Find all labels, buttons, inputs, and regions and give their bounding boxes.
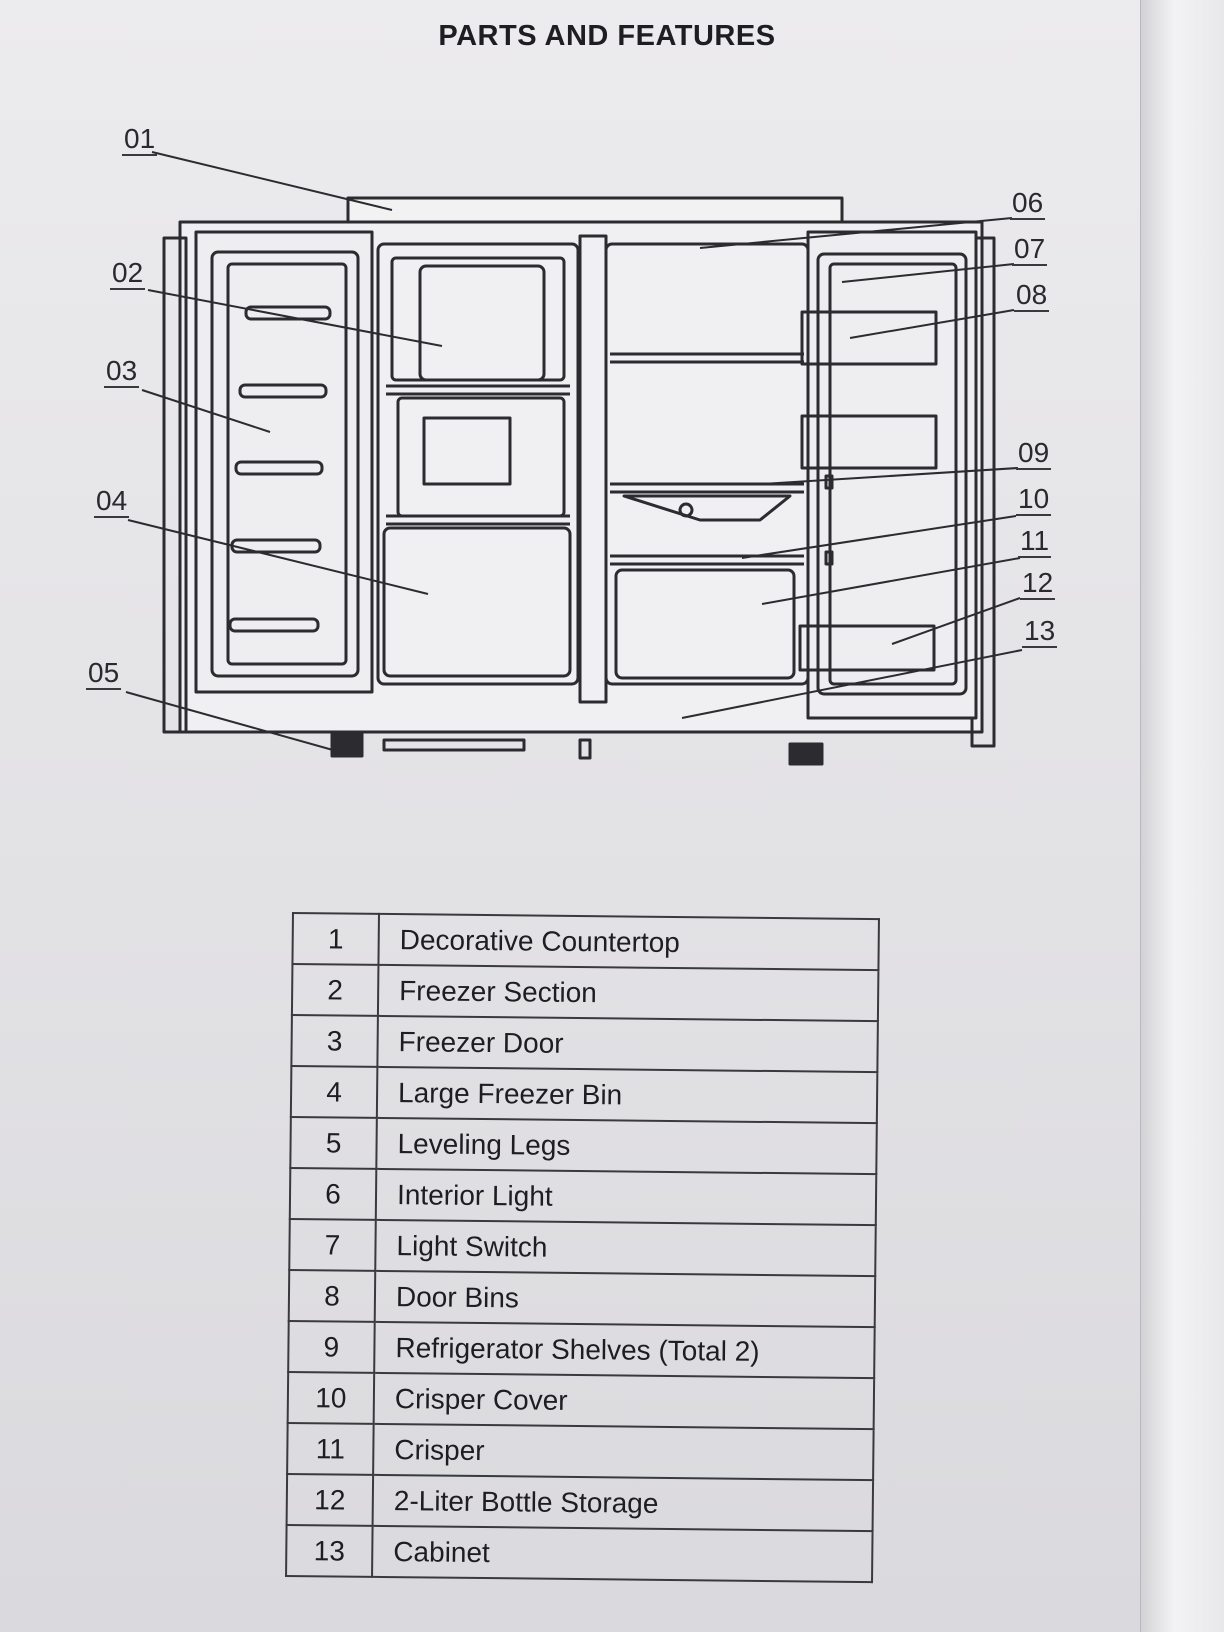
part-number: 8 [288,1269,376,1322]
part-number: 9 [288,1320,375,1373]
callout-05: 05 [86,657,122,690]
callout-01: 01 [122,123,158,156]
part-name: Crisper [373,1423,874,1481]
callout-11: 11 [1018,525,1052,558]
part-number: 6 [289,1167,377,1220]
page-title: PARTS AND FEATURES [438,20,776,52]
callout-10: 10 [1016,483,1052,516]
callout-06: 06 [1010,187,1046,220]
refrigerator-diagram [125,151,1023,766]
part-name: Leveling Legs [376,1117,877,1175]
callout-12: 12 [1020,567,1056,600]
part-number: 2 [291,964,379,1016]
part-name: Light Switch [375,1219,876,1277]
part-name: Door Bins [374,1270,876,1328]
part-name: Refrigerator Shelves (Total 2) [374,1321,875,1379]
part-number: 12 [286,1473,374,1526]
part-number: 1 [292,913,379,965]
part-number: 4 [290,1066,378,1118]
callout-08: 08 [1014,279,1050,312]
part-number: 5 [290,1116,377,1169]
part-number: 7 [289,1218,376,1271]
part-name: Interior Light [375,1168,877,1226]
part-name: Cabinet [372,1525,873,1583]
part-name: Freezer Door [377,1015,878,1073]
part-name: 2-Liter Bottle Storage [372,1474,874,1532]
callout-13: 13 [1022,615,1058,648]
callout-09: 09 [1016,437,1052,470]
part-number: 3 [291,1015,378,1067]
part-name: Crisper Cover [373,1372,875,1430]
part-number: 10 [287,1371,375,1424]
part-name: Large Freezer Bin [376,1066,878,1124]
part-name: Freezer Section [377,964,879,1022]
callout-07: 07 [1012,233,1048,266]
callout-04: 04 [94,485,130,518]
part-name: Decorative Countertop [378,913,879,971]
part-number: 13 [286,1524,373,1577]
callout-02: 02 [110,257,146,290]
callout-03: 03 [104,355,140,388]
part-number: 11 [287,1422,374,1475]
adjacent-page-edge [1140,0,1224,1632]
